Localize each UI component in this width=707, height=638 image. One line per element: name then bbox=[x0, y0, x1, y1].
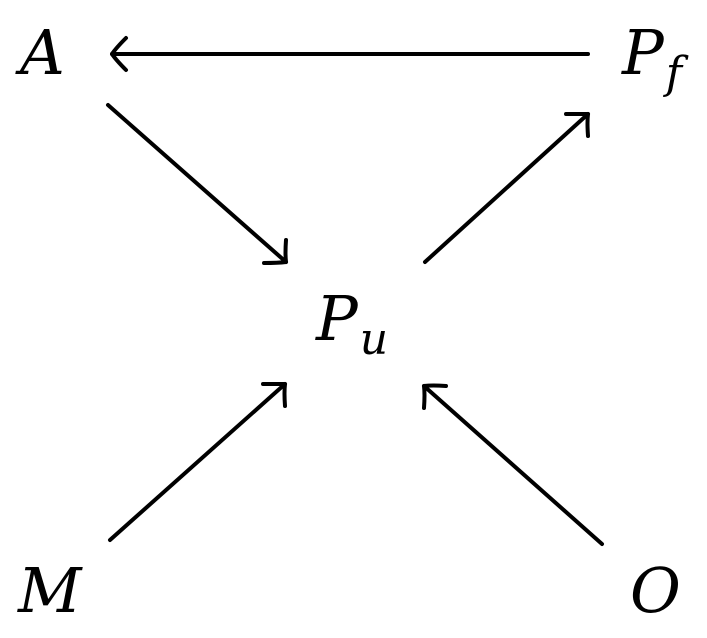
node-a-label: A bbox=[20, 16, 65, 89]
arrow-m-to-pu bbox=[108, 381, 287, 542]
node-o: O bbox=[630, 560, 681, 622]
node-p-f-label: P bbox=[622, 16, 664, 89]
arrow-a-to-pu bbox=[106, 103, 288, 265]
node-p-f-subscript: f bbox=[665, 48, 683, 100]
node-m-label: M bbox=[18, 554, 82, 627]
node-p-u-subscript: u bbox=[359, 314, 389, 366]
node-p-u: Pu bbox=[316, 288, 388, 362]
node-m: M bbox=[18, 560, 81, 622]
node-o-label: O bbox=[630, 554, 681, 627]
node-p-u-label: P bbox=[316, 282, 358, 355]
node-a: A bbox=[20, 22, 65, 84]
node-p-f: Pf bbox=[622, 22, 682, 96]
arrow-pu-to-pf bbox=[423, 112, 590, 264]
arrow-pf-to-a bbox=[110, 36, 590, 72]
arrow-o-to-pu bbox=[422, 383, 604, 546]
